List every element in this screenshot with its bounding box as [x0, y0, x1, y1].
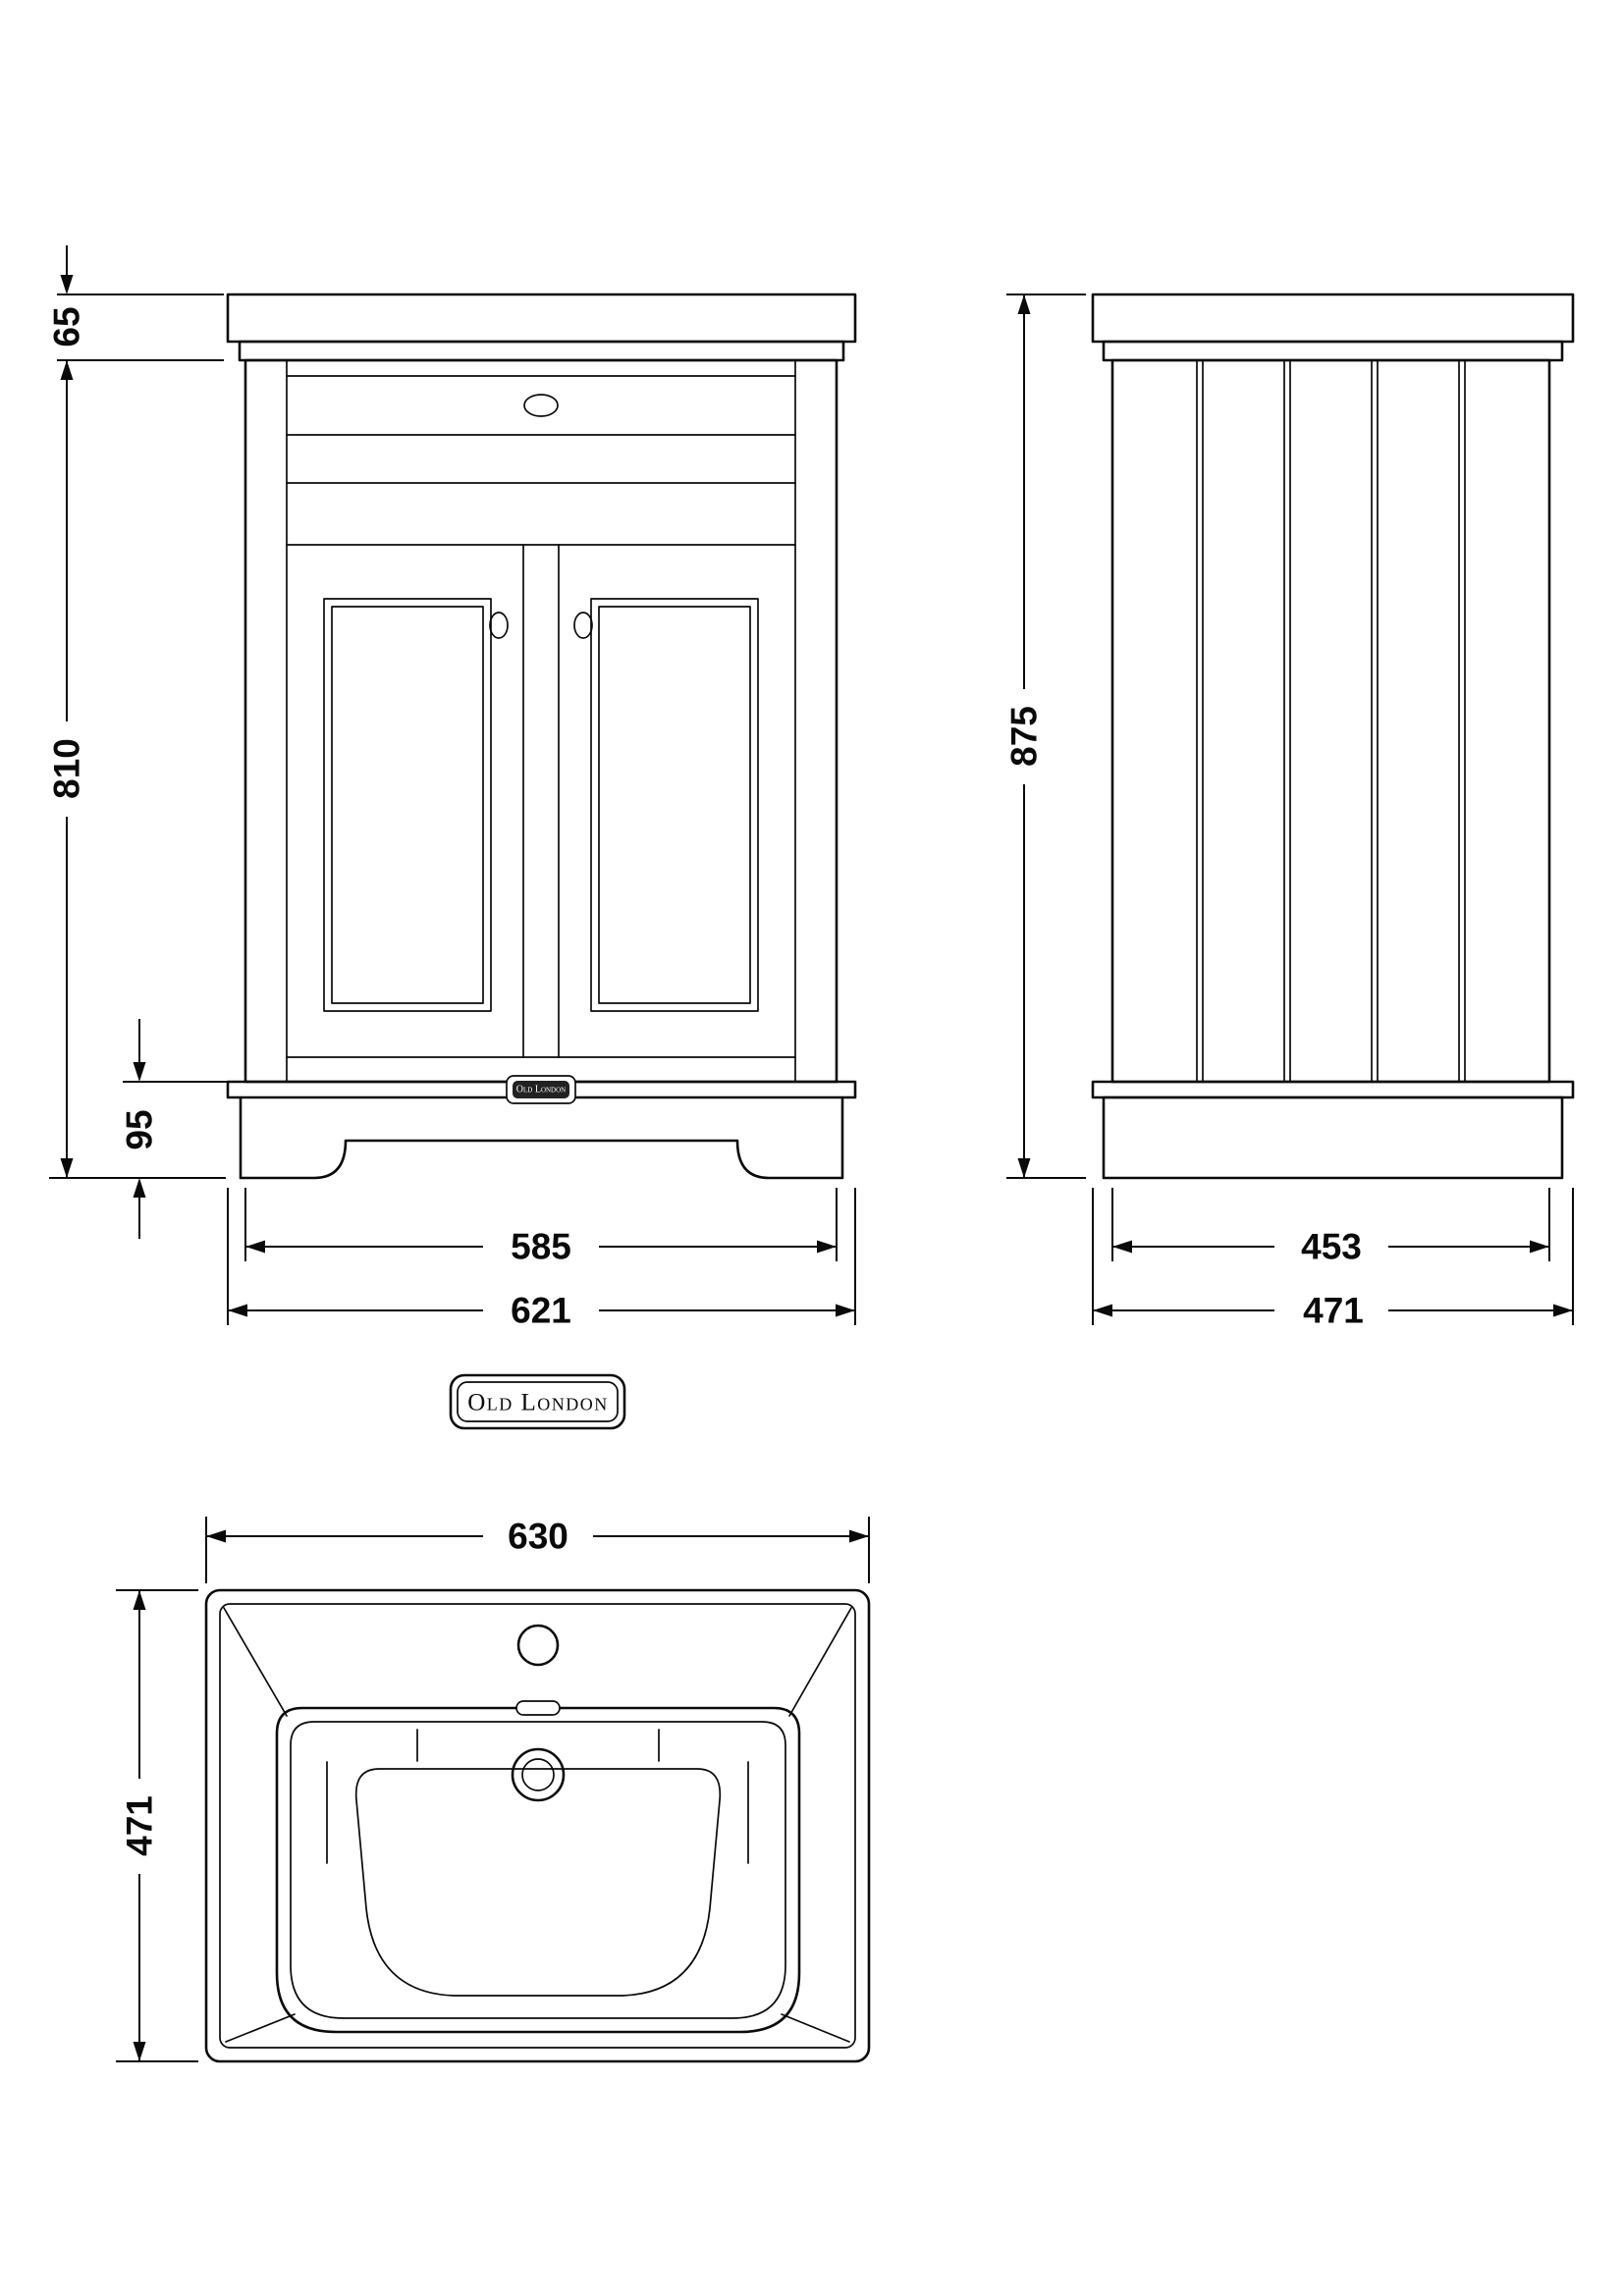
- dim-plinth-height: 95: [120, 1019, 238, 1239]
- front-cabinet-body: [243, 358, 839, 1084]
- left-door-panel: [323, 598, 492, 1012]
- side-panel: [1110, 358, 1551, 1084]
- dim-arrow: [1553, 1304, 1573, 1317]
- unit-logo-plate-text: Old London: [516, 1085, 566, 1095]
- dim-arrow: [1017, 1158, 1031, 1178]
- left-door-knob: [489, 612, 509, 639]
- dim-arrow: [228, 1304, 247, 1317]
- front-worktop: [226, 293, 857, 344]
- rim-slope-line: [781, 2013, 850, 2043]
- right-door-knob: [573, 612, 593, 639]
- dim-arrow: [60, 1158, 74, 1178]
- unit-logo-plate-bar: [513, 1081, 569, 1098]
- drawer-knob: [523, 394, 559, 417]
- dim-label-cabinet-height: 810: [47, 738, 87, 799]
- right-door-panel-bevel: [598, 606, 751, 1004]
- dim-arrow: [206, 1529, 226, 1543]
- dim-label-plinth-height: 95: [120, 1109, 160, 1149]
- rim-slope-line: [223, 1607, 288, 1717]
- dim-basin-depth: 471: [116, 1589, 198, 2062]
- dim-arrow: [245, 1240, 265, 1254]
- front-view: Old London: [226, 293, 857, 1180]
- dim-arrow: [133, 1178, 146, 1198]
- basin-inner-rim: [219, 1603, 856, 2049]
- dim-arrow: [1530, 1240, 1549, 1254]
- dim-overall-height: 875: [1004, 294, 1086, 1179]
- left-door-panel-bevel: [331, 606, 484, 1004]
- right-door-panel: [590, 598, 759, 1012]
- dim-arrow: [817, 1240, 837, 1254]
- drain-inner: [521, 1758, 555, 1791]
- logo-badge-text: Old London: [467, 1390, 609, 1416]
- dim-label-overall-width: 621: [511, 1291, 571, 1331]
- dim-arrow: [60, 275, 74, 294]
- dim-cabinet-width: 585: [244, 1188, 838, 1267]
- dim-overall-width: 621: [227, 1188, 856, 1331]
- dim-basin-width: 630: [205, 1517, 870, 1583]
- dim-arrow: [1017, 294, 1031, 314]
- dim-arrow: [1093, 1304, 1112, 1317]
- logo-badge-outer-border: [449, 1373, 626, 1430]
- dim-label-cabinet-width: 585: [511, 1227, 571, 1267]
- basin-bowl-outer: [275, 1706, 801, 2034]
- dim-label-overall-depth: 471: [1303, 1291, 1364, 1331]
- dim-arrow: [1112, 1240, 1132, 1254]
- rim-slope-line: [225, 2013, 296, 2043]
- drain-outer: [511, 1747, 566, 1802]
- dim-worktop-height: 65: [47, 245, 224, 361]
- basin-bowl-floor: [354, 1768, 722, 1997]
- logo-badge-inner-border: [457, 1381, 619, 1422]
- side-plinth-cap: [1091, 1080, 1575, 1099]
- dim-cabinet-depth: 453: [1111, 1188, 1550, 1267]
- dim-arrow: [133, 1590, 146, 1610]
- overflow-slot: [515, 1700, 561, 1716]
- basin-bowl-inner: [290, 1721, 786, 2019]
- side-plinth: [1102, 1095, 1564, 1180]
- dim-label-cabinet-depth: 453: [1301, 1227, 1362, 1267]
- dim-arrow: [60, 360, 74, 380]
- front-worktop-edge: [238, 340, 845, 362]
- dim-label-basin-depth: 471: [120, 1795, 160, 1856]
- rim-slope-line: [788, 1607, 852, 1717]
- dim-arrow: [849, 1529, 869, 1543]
- logo-badge: Old London: [449, 1373, 626, 1430]
- tap-hole: [516, 1624, 560, 1667]
- basin-outer-rim: [204, 1588, 871, 2063]
- dim-label-basin-width: 630: [508, 1517, 568, 1557]
- plinth-valance: [239, 1095, 844, 1180]
- dim-overall-depth: 471: [1092, 1188, 1574, 1331]
- dim-cabinet-height: 810: [47, 360, 226, 1179]
- side-view: [1091, 293, 1575, 1180]
- dim-label-worktop-height: 65: [47, 306, 87, 347]
- basin-plan-view: [204, 1588, 871, 2063]
- dim-label-overall-height: 875: [1004, 706, 1045, 767]
- dim-arrow: [133, 2042, 146, 2061]
- side-worktop: [1091, 293, 1575, 344]
- dim-arrow: [836, 1304, 855, 1317]
- side-worktop-edge: [1102, 340, 1564, 362]
- dim-arrow: [133, 1062, 146, 1082]
